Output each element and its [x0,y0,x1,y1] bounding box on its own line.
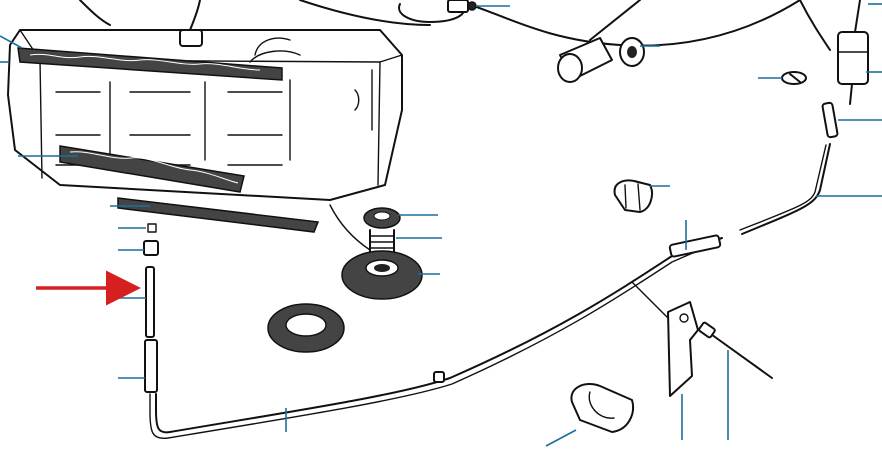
rubber-grommet [267,303,345,353]
hose-clip [398,0,477,23]
callout-leaders [0,3,882,447]
hose [821,101,839,139]
tank-mounting-strip [117,197,320,233]
filter-hose-clip [781,71,807,85]
tank-gasket-strip-upper [17,47,283,81]
sealing-washer [147,223,157,233]
mounting-bracket [631,281,699,397]
grommet-plug [557,0,645,83]
sender-unit [329,204,401,253]
fuel-neck-hose [79,0,201,31]
pipe-clamp [570,383,634,433]
rubber-mount [341,250,423,300]
filler-cap [179,29,203,47]
pipe-clip [613,179,653,213]
fuel-filter [799,0,869,105]
fuel-pipe [149,143,831,439]
fuel-line-stub [144,266,158,393]
pipe-end-nipple [143,240,159,256]
body-contour-line [299,0,801,47]
wire-probe [698,321,773,379]
